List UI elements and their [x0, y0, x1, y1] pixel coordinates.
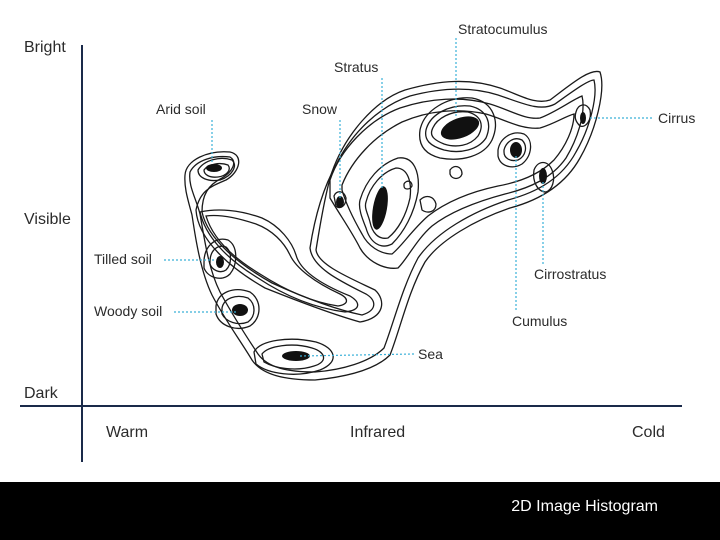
core-stratus [372, 186, 388, 230]
contour-21 [253, 338, 334, 375]
core-sea [282, 351, 310, 361]
contour-7 [358, 157, 420, 247]
core-tilled-soil [216, 256, 224, 268]
contour-19 [215, 289, 260, 329]
x-label-cold: Cold [632, 424, 665, 441]
leader-sea [299, 353, 415, 357]
contour-13 [503, 138, 527, 162]
contour-15 [197, 157, 235, 182]
core-arid-soil [206, 164, 222, 172]
cluster-cores [206, 112, 586, 361]
label-stratocumulus: Stratocumulus [458, 21, 547, 37]
contour-23 [419, 195, 437, 213]
caption-bar: 2D Image Histogram [0, 482, 720, 540]
label-cirrostratus: Cirrostratus [534, 266, 606, 282]
contour-24 [449, 165, 463, 180]
contour-12 [497, 132, 532, 168]
contour-10 [424, 105, 490, 153]
contour-11 [430, 111, 482, 147]
histogram-svg: Bright Visible Dark Warm Infrared Cold [20, 21, 695, 462]
core-cirrostratus [539, 168, 547, 184]
contour-9 [418, 97, 496, 160]
label-arid-soil: Arid soil [156, 101, 206, 117]
contour-outer [184, 70, 603, 381]
label-cirrus: Cirrus [658, 110, 695, 126]
caption-text: 2D Image Histogram [511, 498, 658, 515]
y-label-bright: Bright [24, 39, 66, 56]
y-label-dark: Dark [24, 385, 59, 402]
contour-27 [403, 180, 413, 190]
contour-14 [532, 161, 555, 193]
core-cumulus [510, 142, 522, 158]
label-woody-soil: Woody soil [94, 303, 162, 319]
contour-20 [221, 295, 255, 325]
x-label-infrared: Infrared [350, 424, 405, 441]
core-cirrus [580, 112, 586, 124]
contour-8 [364, 167, 412, 239]
leader-lines [164, 38, 654, 357]
y-label-visible: Visible [24, 211, 71, 228]
contour-25 [574, 104, 592, 127]
contour-18 [209, 245, 232, 273]
contour-17 [203, 238, 237, 279]
label-snow: Snow [302, 101, 338, 117]
core-woody-soil [232, 304, 248, 316]
label-sea: Sea [418, 346, 443, 362]
contour-5 [329, 95, 584, 269]
core-snow [336, 196, 344, 208]
label-stratus: Stratus [334, 59, 378, 75]
x-label-warm: Warm [106, 424, 148, 441]
core-stratocumulus [440, 116, 480, 140]
label-cumulus: Cumulus [512, 313, 567, 329]
histogram-figure: Bright Visible Dark Warm Infrared Cold [0, 0, 720, 482]
contour-lines [184, 70, 603, 381]
contour-2 [189, 79, 596, 373]
contour-22 [261, 344, 325, 370]
label-tilled-soil: Tilled soil [94, 251, 152, 267]
contour-4 [205, 214, 348, 307]
contour-3 [199, 209, 359, 313]
